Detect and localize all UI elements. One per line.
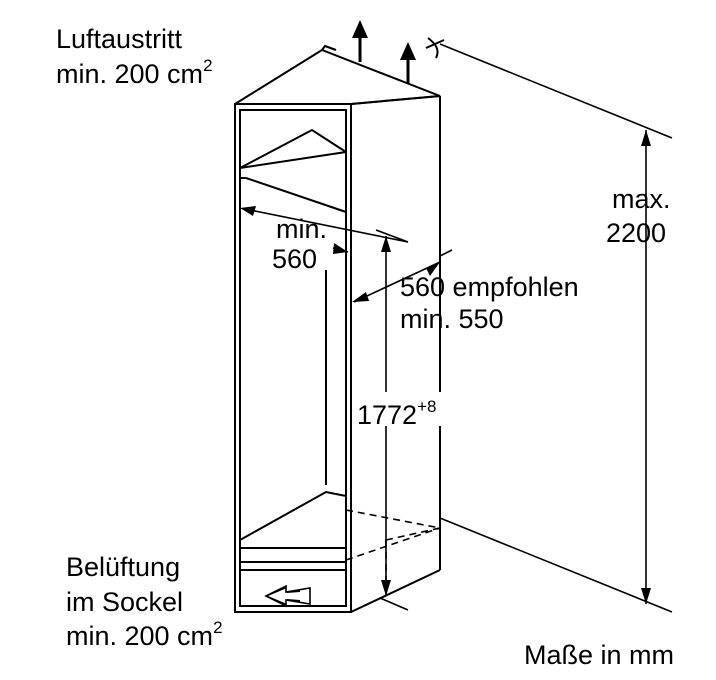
units-note: Maße in mm xyxy=(524,640,674,670)
dimension-break-icon xyxy=(425,37,445,59)
up-arrow-icon xyxy=(352,20,368,62)
air-outlet-label: Luftaustritt min. 200 cm2 xyxy=(56,24,213,89)
max-height-title: max. xyxy=(612,184,671,214)
depth-value-text: 560 xyxy=(272,244,317,274)
niche-height-label: 1772+8 xyxy=(356,392,442,430)
air-outlet-title: Luftaustritt xyxy=(56,24,183,54)
right-arrow-icon xyxy=(264,584,311,608)
air-outlet-area: min. 200 cm2 xyxy=(56,56,213,89)
depth-dimension xyxy=(240,206,409,254)
vent-line-1: Belüftung xyxy=(66,552,180,582)
niche-height-text: 1772+8 xyxy=(357,397,436,430)
vent-area: min. 200 cm2 xyxy=(66,618,223,651)
width-label: 560 empfohlen min. 550 xyxy=(400,272,579,334)
max-height-label: max. 2200 xyxy=(606,184,671,248)
up-arrow-icon xyxy=(400,42,416,84)
vent-line-2: im Sockel xyxy=(66,587,183,617)
width-dimension xyxy=(352,249,453,303)
max-height-value: 2200 xyxy=(606,218,666,248)
cabinet-outline xyxy=(234,44,441,613)
hidden-base-lines xyxy=(345,509,441,596)
max-height-dimension xyxy=(439,43,673,613)
width-min-text: min. 550 xyxy=(400,304,504,334)
depth-label: min. 560 xyxy=(272,214,327,274)
depth-min-text: min. xyxy=(276,214,327,244)
width-recommended-text: 560 empfohlen xyxy=(400,272,579,302)
ventilation-label: Belüftung im Sockel min. 200 cm2 xyxy=(66,552,223,651)
